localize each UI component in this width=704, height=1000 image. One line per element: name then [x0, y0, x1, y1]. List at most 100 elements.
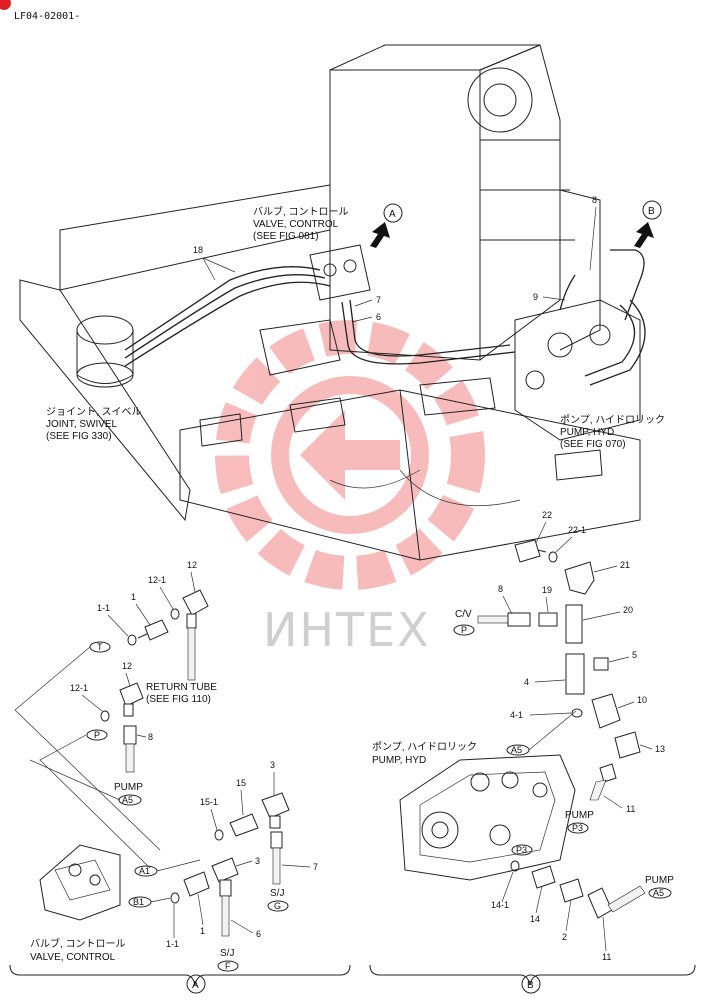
fitting-15: [229, 813, 259, 837]
corner-marker: [0, 0, 11, 10]
part-no-11-bot: 11: [602, 952, 611, 962]
part-no-1-bot: 1: [200, 926, 205, 936]
view-arrow-a: A: [370, 203, 403, 248]
oring-4-1: [571, 708, 583, 718]
joint-swivel-ref: (SEE FIG 330): [46, 431, 112, 442]
part-no-18: 18: [193, 245, 203, 255]
part-no-1-1-top: 1-1: [97, 603, 110, 613]
fitting-3-top: [261, 792, 290, 829]
part-no-8-b: 8: [498, 584, 503, 594]
port-b1: B1: [133, 897, 144, 907]
part-no-7-bot: 7: [313, 862, 318, 872]
return-tube-ref: (SEE FIG 110): [146, 694, 211, 705]
fitting-21: [564, 561, 595, 595]
pump-label-p3: PUMP: [565, 810, 594, 821]
oring-1-1-bot: [170, 892, 180, 904]
fitting-10: [591, 693, 621, 729]
part-no-10: 10: [637, 695, 647, 705]
pump-label-a: PUMP: [114, 782, 143, 793]
valve-control-en-a: VALVE, CONTROL: [30, 952, 116, 963]
oring-14-1: [510, 860, 520, 872]
valve-4: [565, 653, 585, 695]
view-b-label: B: [648, 206, 655, 217]
part-no-12-1-top: 12-1: [148, 575, 166, 585]
port-p3: P3: [572, 823, 583, 833]
valve-control-ja-a: バルブ, コントロール: [30, 937, 126, 950]
section-bracket-a: A: [9, 964, 351, 994]
view-a-label: A: [389, 209, 396, 220]
part-no-14: 14: [530, 914, 540, 924]
machine-frame-illustration: [19, 44, 646, 561]
part-no-3-mid: 3: [255, 856, 260, 866]
part-no-13: 13: [655, 744, 665, 754]
fitting-3-mid: [211, 857, 239, 883]
part-no-20: 20: [623, 605, 633, 615]
port-t: T: [97, 642, 103, 652]
fitting-1-bot: [183, 871, 210, 897]
part-no-19: 19: [542, 585, 552, 595]
part-no-9: 9: [533, 292, 538, 302]
section-a-mark: A: [192, 980, 199, 991]
part-no-4-1: 4-1: [510, 710, 523, 720]
part-no-4: 4: [524, 677, 529, 687]
port-f: F: [225, 961, 231, 971]
fitting-1-top: [137, 619, 169, 641]
callout-joint-swivel: ジョイント, スイベル JOINT, SWIVEL (SEE FIG 330): [46, 406, 142, 442]
section-a-details: 12 12-1 1 1-1 T RETURN TUBE (SEE FIG 110…: [14, 560, 318, 972]
oring-1-1-top: [127, 634, 137, 646]
pump-hyd-en: PUMP, HYD: [560, 427, 614, 438]
oring-15-1: [214, 829, 224, 841]
pump-hyd-ja-b: ポンプ, ハイドロリック: [372, 741, 477, 753]
fitting-2: [559, 878, 584, 903]
part-no-2: 2: [562, 932, 567, 942]
hose-6: [219, 879, 232, 937]
callout-pump-hyd: ポンプ, ハイドロリック PUMP, HYD (SEE FIG 070): [560, 414, 665, 450]
return-tube-label: RETURN TUBE: [146, 682, 217, 693]
joint-swivel-en: JOINT, SWIVEL: [46, 419, 118, 430]
part-no-12-top: 12: [187, 560, 197, 570]
fitting-19: [538, 612, 558, 627]
tee-20: [565, 604, 583, 644]
part-no-15-1: 15-1: [200, 797, 218, 807]
watermark-text: ИНТЕХ: [263, 603, 431, 657]
callout-valve-control: バルブ, コントロール VALVE, CONTROL (SEE FIG 081): [253, 205, 349, 242]
fitting-12-mid: [119, 682, 144, 717]
sj-label-g: S/J: [270, 888, 284, 899]
fitting-13: [614, 731, 641, 759]
oring-12-1-mid: [100, 710, 110, 722]
port-a5b: A5: [653, 888, 664, 898]
cv-label: C/V: [455, 609, 472, 620]
pump-hyd-ja: ポンプ, ハイドロリック: [560, 414, 665, 426]
part-no-8-mid: 8: [148, 732, 153, 742]
part-no-5: 5: [632, 650, 637, 660]
hose-8-b: [477, 612, 531, 627]
part-no-7: 7: [376, 295, 381, 305]
hose-8-a: [123, 725, 137, 773]
page-code: LF04-02001-: [14, 11, 80, 22]
port-a5-a: A5: [122, 795, 133, 805]
part-no-1-top: 1: [131, 592, 136, 602]
section-b-details: 22 22-1 21 8 19 20 C/V P: [372, 510, 674, 962]
port-a1: A1: [139, 866, 150, 876]
joint-swivel-ja: ジョイント, スイベル: [46, 406, 142, 418]
port-p-b: P: [461, 625, 467, 635]
part-no-12-1-mid: 12-1: [70, 683, 88, 693]
part-no-8-top: 8: [592, 195, 597, 205]
hose-11-mid: [589, 763, 617, 801]
part-no-6-bot: 6: [256, 929, 261, 939]
view-arrow-b: B: [634, 200, 662, 248]
plug-5: [593, 657, 609, 671]
valve-control-ja: バルブ, コントロール: [253, 205, 349, 218]
part-no-22-1: 22-1: [568, 525, 586, 535]
fitting-22: [514, 539, 547, 563]
part-no-1-1-bot: 1-1: [166, 939, 179, 949]
valve-control-en: VALVE, CONTROL: [253, 219, 339, 230]
hose-11-bot: [587, 885, 646, 919]
fitting-14: [531, 865, 556, 889]
pump-hyd-sketch: [399, 754, 576, 881]
oring-12-1-top: [170, 608, 180, 620]
part-no-21: 21: [620, 560, 630, 570]
section-bracket-b: B: [369, 964, 696, 994]
valve-control-ref: (SEE FIG 081): [253, 231, 319, 242]
